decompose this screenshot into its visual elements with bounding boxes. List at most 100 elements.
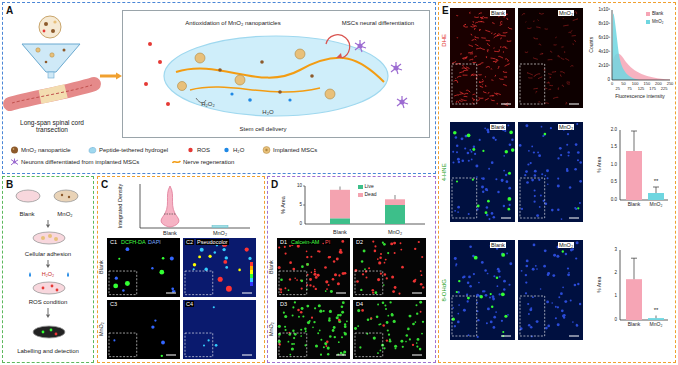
micrograph — [492, 295, 495, 298]
micrograph — [277, 238, 350, 297]
micrograph — [297, 309, 300, 312]
micrograph — [495, 311, 497, 313]
hydrogel-scene — [230, 92, 233, 95]
illustration-region: Long-span spinal cord transection — [4, 14, 100, 144]
hydrogel-scene — [166, 102, 170, 106]
histogram — [612, 13, 640, 80]
hydrogel-scene — [336, 53, 342, 58]
micrograph — [394, 252, 396, 254]
micrograph — [533, 58, 538, 60]
scale-bar — [569, 104, 579, 105]
micrograph — [421, 333, 423, 335]
micrograph — [486, 40, 490, 42]
micrograph — [476, 48, 480, 49]
micrograph — [568, 272, 570, 274]
micrograph — [557, 157, 559, 159]
micrograph — [490, 293, 492, 295]
legend-text: Blank — [652, 12, 663, 17]
micrograph — [292, 330, 294, 332]
micrograph — [289, 245, 291, 247]
micrograph — [325, 280, 328, 283]
axis-tick: 8x10⁵ — [598, 22, 610, 27]
micrograph — [557, 306, 559, 308]
micrograph — [506, 180, 509, 183]
micrograph — [504, 315, 507, 318]
violin-chart — [140, 228, 250, 229]
micrograph — [537, 151, 539, 153]
micrograph — [534, 195, 536, 197]
micrograph — [473, 273, 475, 275]
color-bar — [250, 262, 253, 286]
culture-dish — [68, 196, 70, 198]
scale-bar — [569, 218, 579, 219]
micrograph — [113, 283, 118, 288]
micrograph — [457, 37, 458, 39]
flow-arrow — [48, 260, 49, 265]
micrograph — [509, 204, 511, 206]
micrograph — [494, 75, 496, 77]
micrograph — [291, 347, 294, 350]
micrograph — [474, 74, 477, 76]
micrograph — [557, 208, 560, 211]
micrograph — [518, 240, 583, 340]
micrograph — [468, 334, 470, 336]
micrograph — [492, 136, 495, 139]
hydrogel-scene — [144, 35, 408, 116]
micrograph — [547, 183, 549, 185]
micrograph — [486, 322, 488, 324]
micrograph — [536, 320, 539, 323]
stacked-bar-chart — [303, 186, 305, 187]
micrograph — [289, 278, 291, 280]
micrograph — [380, 253, 382, 255]
micrograph — [401, 266, 404, 269]
stacked-bar-chart — [305, 224, 425, 225]
micrograph — [464, 147, 466, 149]
micrograph — [482, 290, 484, 292]
micrograph — [539, 13, 544, 14]
bar-chart — [648, 193, 664, 200]
image-title: Blank — [490, 242, 506, 248]
micrograph — [415, 321, 417, 323]
micrograph — [485, 188, 488, 191]
micrograph — [353, 300, 426, 359]
micrograph — [503, 32, 508, 34]
flow-arrow — [100, 75, 116, 78]
inset-frame — [520, 64, 545, 104]
micrograph — [500, 24, 502, 26]
micrograph — [527, 73, 533, 75]
micrograph — [561, 309, 564, 312]
micrograph — [480, 295, 483, 298]
micrograph — [288, 289, 290, 291]
micrograph — [325, 345, 327, 347]
bar-chart — [620, 250, 621, 320]
hydrogel-scene — [355, 40, 366, 52]
micrograph — [565, 253, 567, 255]
panel-tag: C3 — [109, 301, 118, 307]
axis-tick: MnO₂ — [213, 230, 227, 236]
panel-tag: C2 — [185, 239, 194, 245]
micrograph — [546, 300, 549, 303]
micrograph — [557, 185, 560, 188]
axis-tick: 10 — [297, 184, 302, 189]
micrograph — [278, 266, 281, 269]
micrograph — [502, 47, 505, 48]
micrograph — [501, 292, 505, 296]
axis-tick: Blank — [333, 229, 347, 235]
micrograph — [475, 36, 479, 38]
caption-text: Long-span spinal cord transection — [7, 119, 97, 133]
hydrogel-scene — [260, 60, 264, 64]
micrograph — [313, 285, 315, 287]
micrograph — [377, 278, 380, 281]
micrograph — [480, 63, 483, 65]
micrograph — [312, 326, 314, 328]
micrograph — [497, 268, 500, 271]
micrograph — [386, 321, 389, 324]
hydrogel-scene — [358, 44, 363, 49]
micrograph — [547, 177, 549, 179]
culture-dish — [48, 234, 52, 238]
micrograph — [467, 152, 470, 155]
micrograph — [536, 92, 537, 93]
micrograph — [462, 276, 464, 278]
channel-label: DCFH-DA — [120, 239, 147, 245]
micrograph — [558, 55, 559, 57]
